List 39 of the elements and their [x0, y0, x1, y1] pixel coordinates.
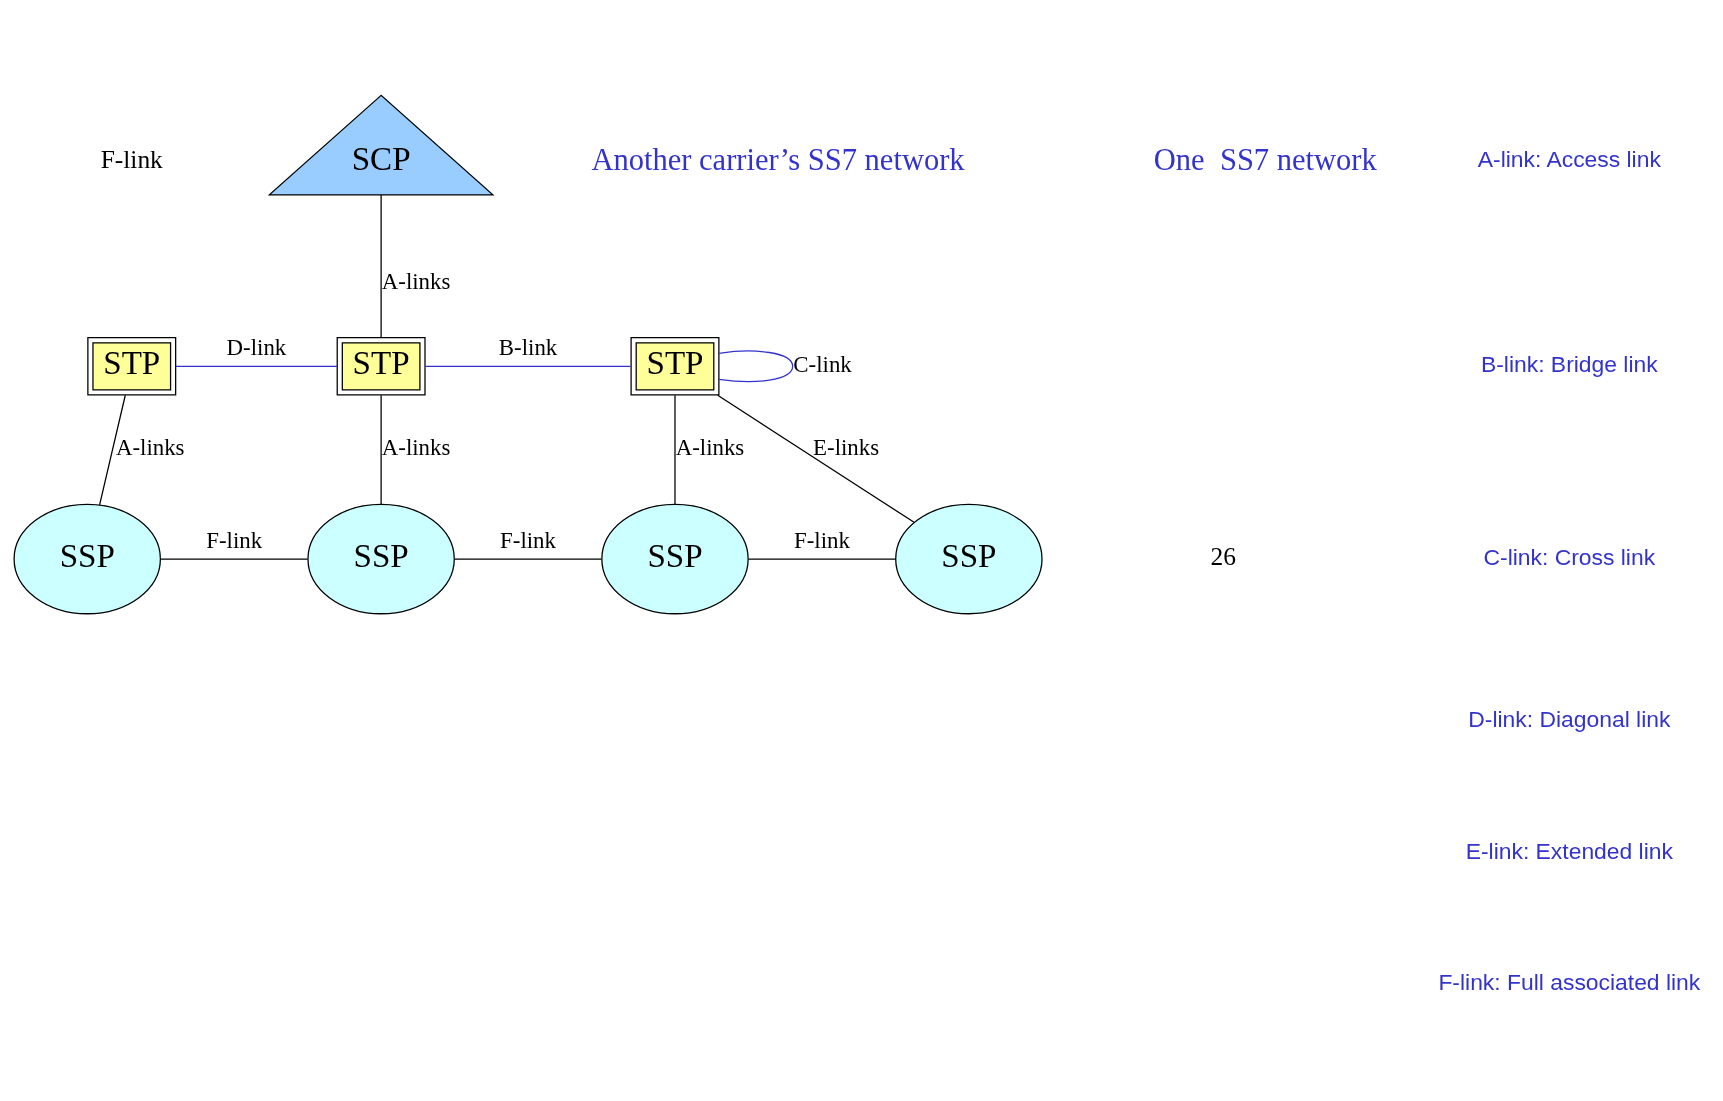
connector — [716, 394, 915, 523]
edge-label: B-link — [498, 334, 557, 360]
node-ellipse: SSP — [12, 503, 161, 614]
connector — [174, 365, 338, 367]
label: B-link: Bridge link — [1480, 350, 1658, 377]
edge-label: E-links — [812, 434, 879, 460]
node-box: STP — [336, 336, 426, 396]
connector — [379, 193, 382, 338]
connector — [453, 557, 602, 560]
edge-label: A-links — [381, 268, 450, 294]
edge-label: A-links — [675, 434, 744, 460]
label: F-link — [100, 144, 163, 174]
connector — [747, 557, 896, 560]
label: D-link: Diagonal link — [1467, 705, 1670, 732]
label: E-link: Extended link — [1465, 837, 1673, 864]
label: One SS7 network — [1153, 142, 1377, 177]
label: C-link: Cross link — [1483, 543, 1655, 570]
edge-label: A-links — [381, 434, 450, 460]
node-ellipse: SSP — [600, 503, 749, 614]
edge-label: A-links — [115, 434, 185, 460]
node-ellipse: SSP — [306, 503, 455, 614]
connector — [673, 394, 676, 505]
connector — [98, 394, 126, 506]
edge-label: C-link — [792, 351, 852, 377]
connector — [717, 349, 793, 382]
edge-label: D-link — [226, 334, 286, 360]
node-ellipse: SSP — [894, 503, 1043, 614]
connector — [159, 557, 308, 560]
edge-label: F-link — [793, 527, 850, 553]
label: 26 — [1210, 541, 1236, 571]
edge-label: F-link — [205, 527, 262, 553]
node-box: STP — [86, 336, 176, 396]
connector — [423, 365, 631, 367]
label: A-link: Access link — [1477, 145, 1661, 172]
node-box: STP — [629, 336, 719, 396]
connector — [379, 394, 382, 505]
label: F-link: Full associated link — [1437, 968, 1700, 995]
edge-label: F-link — [499, 527, 556, 553]
label: Another carrier’s SS7 network — [590, 142, 965, 177]
